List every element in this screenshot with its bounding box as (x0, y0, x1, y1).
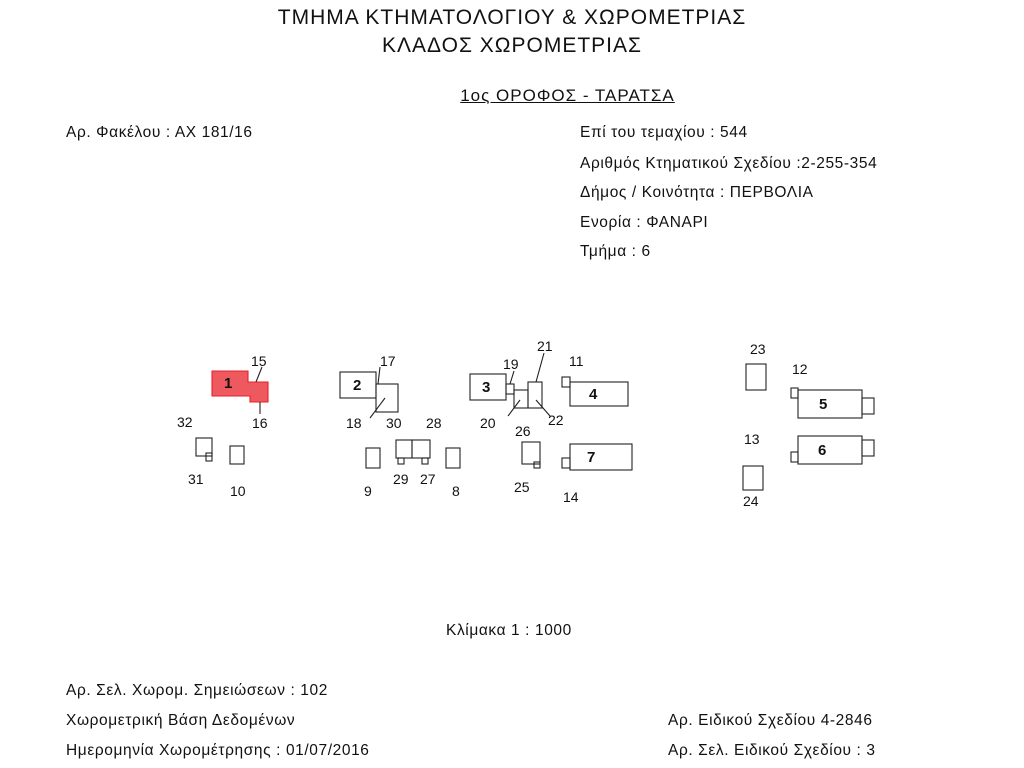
label-18: 18 (346, 415, 362, 431)
area-14-shape (561, 457, 571, 469)
label-14: 14 (563, 489, 579, 505)
leader-20 (507, 399, 521, 417)
unit-4-shape (569, 381, 629, 407)
leader-18 (369, 397, 386, 419)
section: Τμήμα : 6 (580, 243, 651, 260)
label-23: 23 (750, 341, 766, 357)
unit-1-label: 1 (224, 375, 232, 392)
area-28-shape (411, 439, 431, 459)
label-13: 13 (744, 431, 760, 447)
label-16: 16 (252, 415, 268, 431)
unit-2-label: 2 (353, 377, 361, 394)
leader-19 (509, 370, 515, 385)
label-27: 27 (420, 471, 436, 487)
unit-5-label: 5 (819, 396, 827, 413)
notes-page-number: Αρ. Σελ. Χωρομ. Σημειώσεων : 102 (66, 682, 328, 699)
label-29: 29 (393, 471, 409, 487)
cadastral-plan-number: Αριθμός Κτηματικού Σχεδίου :2-255-354 (580, 155, 878, 172)
unit-1-shape (211, 370, 269, 403)
unit-5-annex (861, 397, 875, 415)
leader-17 (377, 366, 381, 385)
label-9: 9 (364, 483, 372, 499)
floor-plan: 1 15 16 2 17 18 3 19 21 20 22 4 11 23 5 … (0, 330, 1024, 520)
label-26: 26 (515, 423, 531, 439)
unit-5-shape (797, 389, 863, 419)
file-number: Αρ. Φακέλου : ΑΧ 181/16 (66, 124, 253, 141)
leader-21 (535, 352, 545, 383)
area-13-shape (790, 451, 799, 463)
area-32-shape (195, 437, 213, 457)
label-12: 12 (792, 361, 808, 377)
label-8: 8 (452, 483, 460, 499)
floor-plan-svg: 1 15 16 2 17 18 3 19 21 20 22 4 11 23 5 … (177, 338, 875, 509)
department-title: ΤΜΗΜΑ ΚΤΗΜΑΤΟΛΟΓΙΟΥ & ΧΩΡΟΜΕΤΡΙΑΣ (277, 6, 747, 29)
label-11: 11 (569, 353, 584, 369)
label-10: 10 (230, 483, 246, 499)
area-24-shape (742, 465, 764, 491)
area-29-shape (397, 457, 405, 465)
label-32: 32 (177, 414, 193, 430)
label-30: 30 (386, 415, 402, 431)
leader-15 (255, 366, 263, 383)
area-9-shape (365, 447, 381, 469)
unit-3-label: 3 (482, 379, 490, 396)
area-8-shape (445, 447, 461, 469)
label-15: 15 (251, 353, 267, 369)
area-11-shape (561, 376, 571, 388)
floor-title: 1ος ΟΡΟΦΟΣ - ΤΑΡΑΤΣΑ (460, 86, 675, 105)
unit-6-annex (861, 439, 875, 457)
label-17: 17 (380, 353, 396, 369)
special-plan-number: Αρ. Ειδικού Σχεδίου 4-2846 (668, 712, 873, 729)
unit-2-annex (375, 383, 399, 413)
municipality: Δήμος / Κοινότητα : ΠΕΡΒΟΛΙΑ (580, 184, 814, 201)
area-31-shape (205, 452, 213, 462)
area-10-shape (229, 445, 245, 465)
label-19: 19 (503, 356, 519, 372)
leader-22 (535, 399, 551, 417)
branch-title: ΚΛΑΔΟΣ ΧΩΡΟΜΕΤΡΙΑΣ (382, 34, 642, 57)
unit-7-shape (569, 443, 633, 471)
special-plan-page: Αρ. Σελ. Ειδικού Σχεδίου : 3 (668, 742, 876, 759)
area-27-shape (421, 457, 429, 465)
survey-date: Ημερομηνία Χωρομέτρησης : 01/07/2016 (66, 742, 370, 759)
label-20: 20 (480, 415, 496, 431)
unit-7-label: 7 (587, 449, 595, 466)
survey-database: Χωρομετρική Βάση Δεδομένων (66, 712, 296, 729)
label-21: 21 (537, 338, 553, 354)
area-23-shape (745, 363, 767, 391)
unit-6-label: 6 (818, 442, 826, 459)
label-31: 31 (188, 471, 204, 487)
area-21-shape (527, 381, 543, 409)
unit-4-label: 4 (589, 386, 598, 403)
area-25-shape (533, 461, 541, 469)
parish: Ενορία : ΦΑΝΑΡΙ (580, 214, 709, 231)
area-26-shape (521, 441, 541, 465)
scale-label: Κλίμακα 1 : 1000 (446, 622, 572, 639)
unit-3-box (505, 383, 515, 395)
label-24: 24 (743, 493, 759, 509)
area-12-shape (790, 387, 799, 399)
label-22: 22 (548, 412, 564, 428)
plot-number: Επί του τεμαχίου : 544 (580, 124, 748, 141)
label-28: 28 (426, 415, 442, 431)
label-25: 25 (514, 479, 530, 495)
area-30-shape (395, 439, 413, 459)
unit-6-shape (797, 435, 863, 465)
